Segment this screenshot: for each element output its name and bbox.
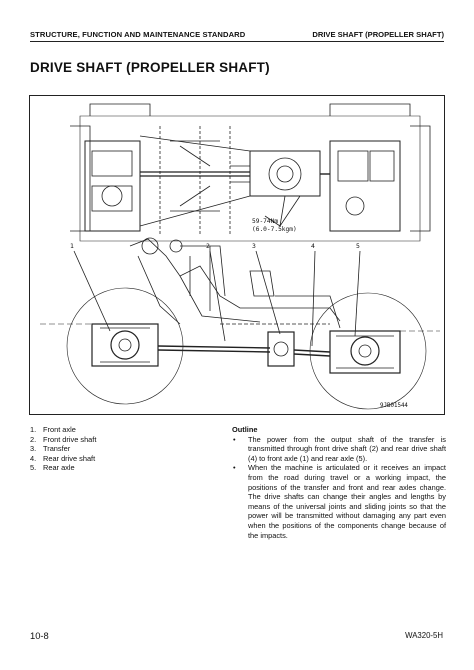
legend-label: Rear drive shaft — [43, 453, 96, 463]
outline-section: Outline • The power from the output shaf… — [232, 425, 446, 540]
legend-label: Rear axle — [43, 463, 75, 473]
legend-label: Front axle — [43, 425, 76, 434]
legend-number: 5. — [30, 463, 37, 473]
legend-number: 2. — [30, 434, 37, 444]
torque-dimension: 59-74Nm (6.0-7.5kgm) — [252, 218, 297, 234]
legend-item: 2. Front drive shaft — [30, 435, 220, 445]
bullet-dot: • — [233, 463, 236, 473]
callout-2: 2 — [206, 242, 210, 250]
legend-label: Front drive shaft — [43, 434, 97, 444]
drive-shaft-drawing — [40, 103, 440, 410]
legend-number: 1. — [30, 425, 37, 434]
header-rule — [30, 41, 444, 42]
callout-1: 1 — [70, 242, 74, 250]
drive-shaft-figure — [29, 95, 445, 415]
legend-item: 5. Rear axle — [30, 463, 220, 473]
model-number: WA320-5H — [405, 631, 443, 640]
legend-number: 4. — [30, 453, 37, 463]
outline-bullet-text: When the machine is articulated or it re… — [248, 463, 446, 540]
callout-4: 4 — [311, 242, 315, 250]
outline-bullet: • The power from the output shaft of the… — [232, 435, 446, 464]
legend-item: 4. Rear drive shaft — [30, 454, 220, 464]
torque-dimension-nm: 59-74Nm — [252, 218, 279, 225]
outline-bullet: • When the machine is articulated or it … — [232, 463, 446, 540]
parts-legend: 1. Front axle 2. Front drive shaft 3. Trans… — [30, 425, 220, 473]
legend-item: 3. Transfer — [30, 444, 220, 454]
legend-number: 3. — [30, 444, 37, 454]
outline-heading: Outline — [232, 425, 258, 434]
callout-3: 3 — [252, 242, 256, 250]
header-topic-title: DRIVE SHAFT (PROPELLER SHAFT) — [312, 30, 444, 39]
legend-label: Transfer — [43, 444, 71, 454]
outline-bullet-text: The power from the output shaft of the t… — [248, 434, 446, 463]
page-number: 10-8 — [30, 630, 49, 641]
callout-5: 5 — [356, 242, 360, 250]
header-section-title: STRUCTURE, FUNCTION AND MAINTENANCE STAN… — [30, 30, 246, 39]
figure-code: 9JB01544 — [380, 403, 408, 409]
page-title: DRIVE SHAFT (PROPELLER SHAFT) — [30, 60, 270, 75]
bullet-dot: • — [233, 434, 236, 444]
legend-item: 1. Front axle — [30, 425, 220, 435]
torque-dimension-kgm: (6.0-7.5kgm) — [252, 226, 297, 233]
